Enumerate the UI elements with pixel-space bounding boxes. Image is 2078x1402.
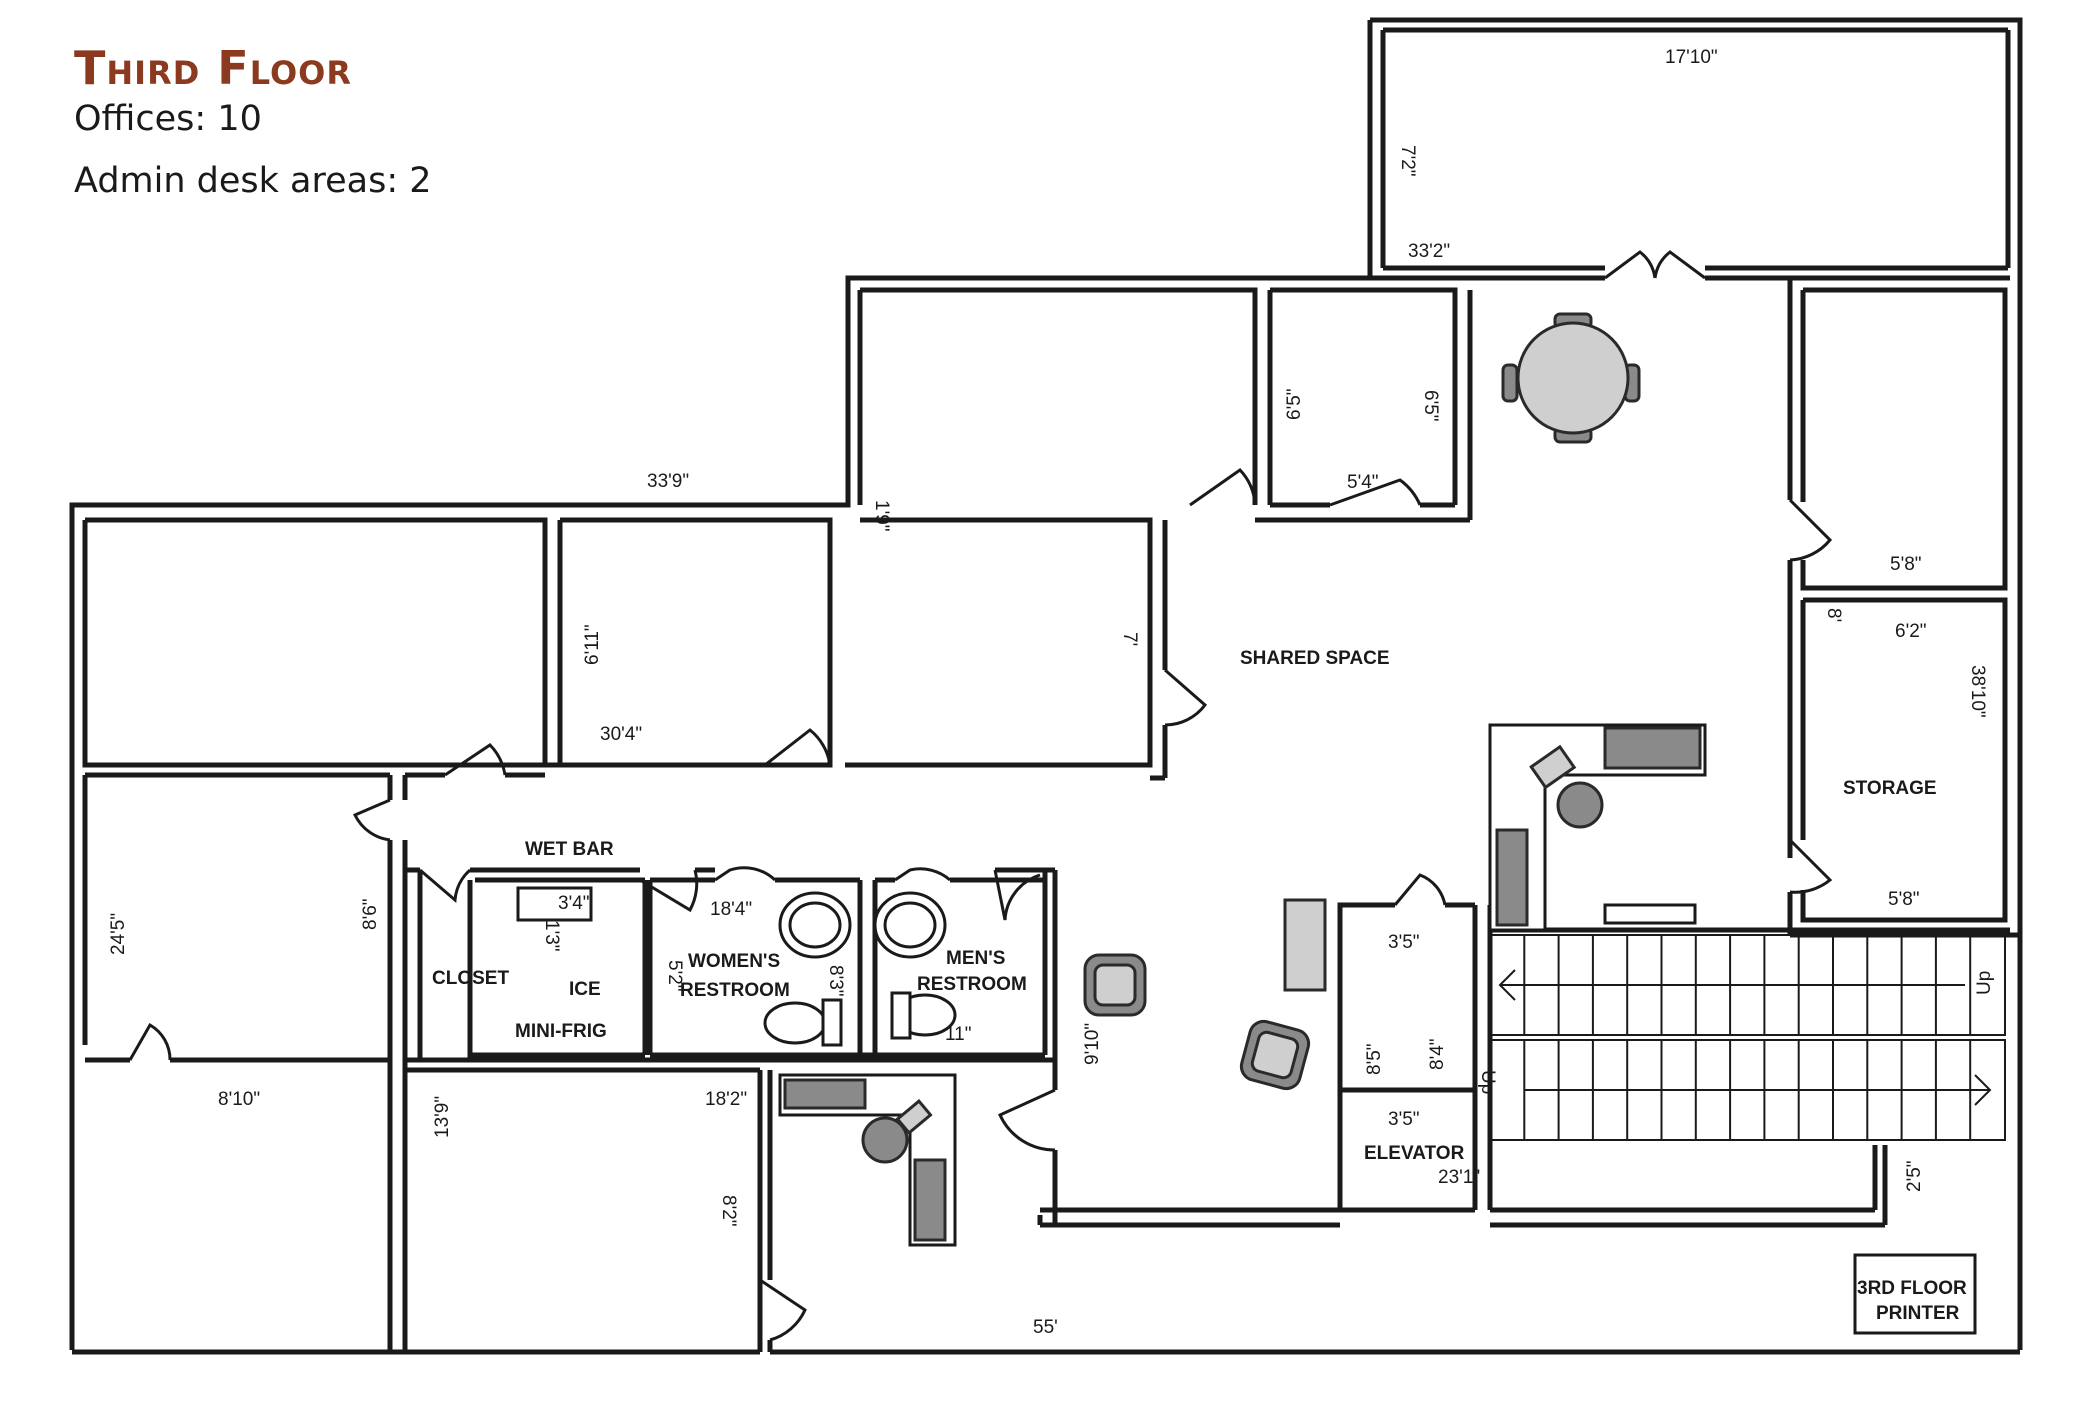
header: Third Floor Offices: 10 Admin desk areas… — [74, 40, 432, 204]
dimension-label: 13'9" — [432, 1096, 453, 1138]
dimension-label: 6'5" — [1284, 388, 1305, 420]
printer-label-1: 3RD FLOOR — [1857, 1278, 1967, 1299]
dimension-label: 17'10" — [1665, 47, 1718, 68]
room-labels: SHARED SPACE STORAGE WET BAR CLOSET ICE … — [432, 648, 1995, 1324]
dimension-label: 8'3" — [825, 965, 846, 997]
sink-icon — [516, 886, 947, 959]
closet-label: CLOSET — [432, 968, 509, 989]
toilet-icon — [763, 991, 957, 1047]
dimension-label: 33'2" — [1408, 241, 1450, 262]
dimension-label: 3'5" — [1388, 932, 1420, 953]
l-desk-icon — [778, 723, 1707, 1247]
dimension-label: 5'8" — [1888, 889, 1920, 910]
dimension-label: 8'4" — [1427, 1038, 1448, 1070]
stairs-icon — [1489, 934, 2006, 1141]
dimension-label: 7' — [1119, 632, 1140, 646]
mens-restroom-label-1: MEN'S — [946, 948, 1005, 969]
dimension-label: 5'2" — [664, 960, 685, 992]
dimension-label: 1'9" — [871, 500, 892, 532]
dimension-label: 6'2" — [1895, 621, 1927, 642]
stairs-up-label: Up — [1477, 1070, 1498, 1094]
offices-count: Offices: 10 — [74, 99, 262, 139]
chair-icon — [861, 781, 1604, 1164]
stairs-up-label: Up — [1974, 971, 1995, 995]
round-table-icon — [1501, 312, 1641, 444]
dimension-label: 24'5" — [108, 913, 129, 955]
dimension-label: 8' — [1823, 608, 1844, 622]
dimension-label: 7'2" — [1397, 145, 1418, 177]
printer-box — [1853, 1253, 1977, 1335]
door-swing-icon — [128, 250, 1833, 1342]
dimension-label: 30'4" — [600, 724, 642, 745]
dimension-label: 38'10" — [1967, 665, 1988, 718]
womens-restroom-label-1: WOMEN'S — [688, 951, 780, 972]
ice-label: ICE — [569, 979, 601, 1000]
dimension-labels: 17'10" 7'2" 33'2" 6'5" 6'5" 5'4" 33'9" 1… — [108, 47, 1988, 1338]
dimension-label: 33'9" — [647, 471, 689, 492]
dimension-label: 3'5" — [1388, 1109, 1420, 1130]
dimension-label: 8'2" — [718, 1195, 739, 1227]
floor-title: Third Floor — [74, 41, 353, 95]
dimension-label: 5'4" — [1347, 472, 1379, 493]
elevator-label: ELEVATOR — [1364, 1143, 1465, 1164]
dimension-label: 55' — [1033, 1317, 1058, 1338]
wet-bar-label: WET BAR — [525, 839, 614, 860]
dimension-label: 2'5" — [1904, 1160, 1925, 1192]
dimension-label: 5'8" — [1890, 554, 1922, 575]
dimension-label: 8'5" — [1364, 1043, 1385, 1075]
dimension-label: 6'5" — [1420, 390, 1441, 422]
dimension-label: 23'1" — [1438, 1167, 1480, 1188]
mini-frig-label: MINI-FRIG — [515, 1021, 607, 1042]
womens-restroom-label-2: RESTROOM — [680, 980, 790, 1001]
armchair-icon — [1083, 898, 1327, 1091]
dimension-label: 9'10" — [1082, 1023, 1103, 1065]
dimension-label: 1'3" — [541, 920, 562, 952]
dimension-label: 3'4" — [558, 893, 590, 914]
dimension-label: 8'6" — [360, 898, 381, 930]
dimension-label: 8'10" — [218, 1089, 260, 1110]
printer-label-2: PRINTER — [1876, 1303, 1960, 1324]
interior-walls — [82, 278, 2020, 1352]
dimension-label: 18'2" — [705, 1089, 747, 1110]
storage-label: STORAGE — [1843, 778, 1937, 799]
shared-space-label: SHARED SPACE — [1240, 648, 1390, 669]
dimension-label: 11" — [945, 1024, 971, 1045]
outer-walls — [69, 17, 2023, 1355]
dimension-label: 18'4" — [710, 899, 752, 920]
dimension-label: 6'11" — [582, 624, 603, 665]
mens-restroom-label-2: RESTROOM — [917, 974, 1027, 995]
admin-desk-count: Admin desk areas: 2 — [74, 161, 432, 201]
